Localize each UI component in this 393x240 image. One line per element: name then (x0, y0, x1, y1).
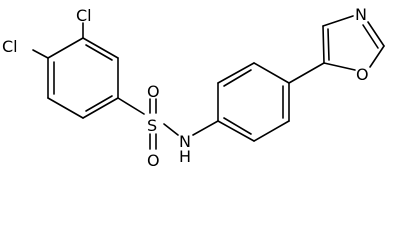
ring1-aromatic-inner-2 (85, 95, 113, 112)
ring1-bond-4 (82, 97, 119, 119)
central-phenyl-ring (217, 62, 290, 142)
ring1-aromatic-inner-3 (85, 44, 113, 61)
sulfur-nitrogen-bond (163, 123, 179, 136)
ring2-bond-3 (253, 62, 290, 84)
ring1-bond-1 (47, 37, 84, 59)
ring2-bond-6 (217, 120, 255, 142)
oxazole-bond-n3-c2 (367, 21, 385, 47)
nitrogen-aryl-bond (192, 120, 219, 136)
oxazole-double-bond-c5-c4 (327, 28, 330, 61)
aryl-sulfonyl-bond (117, 97, 145, 115)
oxazole-bond-c2-o1 (369, 45, 385, 68)
oxazole-nitrogen-label: N (355, 5, 367, 24)
cl-left-bond (32, 49, 49, 59)
ring1-bond-6 (82, 37, 119, 59)
phenyl-oxazole-bond (288, 62, 325, 84)
oxazole-bond-c5-c4 (322, 25, 325, 64)
chlorine-left-label: Cl (2, 37, 18, 56)
amide-hydrogen-label: H (179, 147, 191, 166)
molecule-structure: Cl Cl S O O N H (2, 5, 385, 170)
ring2-aromatic-inner-1 (223, 69, 252, 87)
oxygen-top-label: O (147, 82, 160, 101)
oxazole-ring: N O (322, 5, 385, 84)
oxygen-bottom-label: O (147, 151, 160, 170)
amide-nitrogen-label: N (179, 132, 191, 151)
oxazole-oxygen-label: O (356, 65, 369, 84)
oxazole-bond-o1-c5 (323, 62, 356, 71)
chlorine-top-label: Cl (76, 6, 92, 25)
oxazole-double-bond-n3-c2 (362, 24, 379, 49)
chemical-structure-diagram: Cl Cl S O O N H (2, 5, 385, 170)
ring2-bond-2 (217, 62, 255, 84)
dichlorophenyl-ring (47, 37, 119, 119)
ring2-aromatic-inner-3 (223, 117, 252, 135)
sulfur-label: S (147, 116, 157, 135)
ring2-bond-5 (253, 120, 290, 142)
ring1-bond-3 (47, 97, 84, 119)
oxazole-bond-c4-n3 (322, 15, 354, 27)
